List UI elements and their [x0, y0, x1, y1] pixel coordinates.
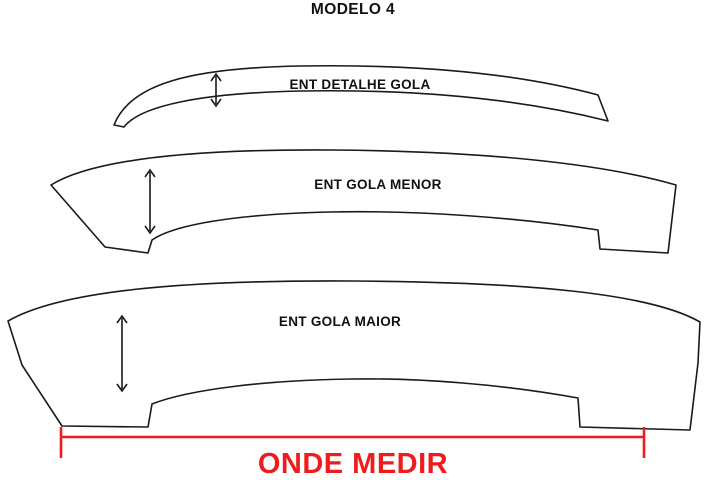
piece-label-gola-maior: ENT GOLA MAIOR	[279, 314, 401, 329]
piece-outline-detalhe-gola	[113, 64, 609, 128]
piece-gola-menor: ENT GOLA MENOR	[50, 149, 677, 254]
piece-outline-gola-maior	[7, 280, 701, 431]
measure-bracket	[59, 427, 646, 458]
measure-label: ONDE MEDIR	[258, 448, 448, 480]
height-arrow-detalhe-gola	[210, 72, 222, 108]
diagram-title: MODELO 4	[311, 1, 395, 18]
piece-gola-maior: ENT GOLA MAIOR	[7, 280, 701, 431]
height-arrow-gola-menor	[144, 168, 156, 235]
piece-detalhe-gola: ENT DETALHE GOLA	[113, 64, 609, 128]
piece-label-detalhe-gola: ENT DETALHE GOLA	[289, 77, 430, 92]
piece-label-gola-menor: ENT GOLA MENOR	[314, 177, 441, 192]
piece-outline-gola-menor	[50, 149, 677, 254]
height-arrow-gola-maior	[116, 314, 128, 393]
